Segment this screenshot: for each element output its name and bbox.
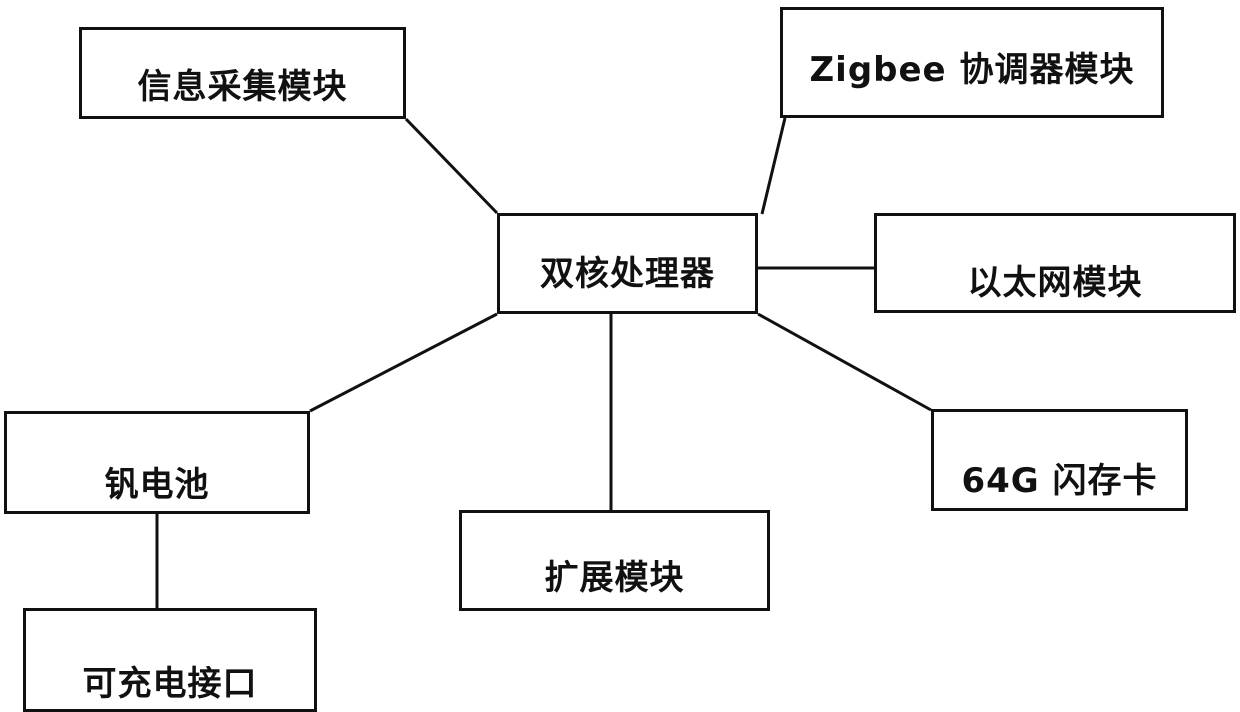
expansion-module-label: 扩展模块: [545, 522, 685, 599]
edge-processor-zigbee: [762, 118, 785, 214]
vanadium-battery-label: 钒电池: [105, 419, 210, 506]
edge-processor-battery: [310, 314, 497, 411]
zigbee-coordinator-module-label: Zigbee 协调器模块: [810, 34, 1135, 91]
info-collection-module-label: 信息采集模块: [138, 39, 348, 108]
ethernet-module-box: 以太网模块: [874, 213, 1236, 313]
vanadium-battery-box: 钒电池: [4, 411, 310, 514]
charging-port-label: 可充电接口: [83, 616, 258, 705]
info-collection-module-box: 信息采集模块: [79, 27, 406, 119]
dual-core-processor-label: 双核处理器: [540, 232, 715, 295]
flash-card-box: 64G 闪存卡: [931, 409, 1188, 511]
edge-processor-info-collection: [406, 119, 497, 213]
zigbee-coordinator-module-box: Zigbee 协调器模块: [780, 7, 1164, 118]
edge-processor-flash-card: [758, 314, 931, 410]
charging-port-box: 可充电接口: [23, 608, 317, 712]
dual-core-processor-box: 双核处理器: [497, 213, 758, 314]
ethernet-module-label: 以太网模块: [968, 223, 1143, 304]
expansion-module-box: 扩展模块: [459, 510, 770, 611]
flash-card-label: 64G 闪存卡: [961, 419, 1157, 502]
